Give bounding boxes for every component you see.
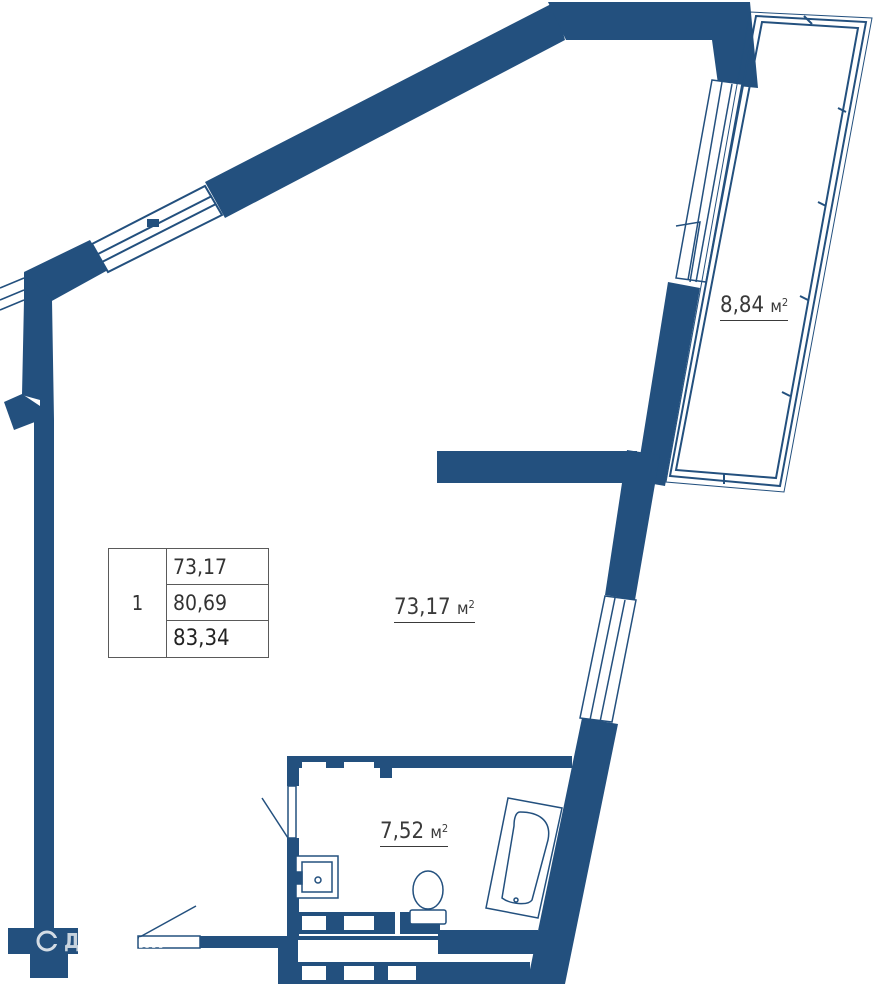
living-area-value: 73,17 xyxy=(167,549,268,585)
main-room-unit: м xyxy=(456,599,469,619)
bathroom-unit-exp: 2 xyxy=(441,822,449,835)
window-right-lower xyxy=(579,595,637,723)
bathroom-unit: м xyxy=(430,823,442,843)
balcony-door xyxy=(675,221,701,283)
watermark-text: ДомКлик xyxy=(64,929,164,953)
apartment-info-table: 1 73,17 80,69 83,34 xyxy=(108,548,269,658)
bathtub-fixture xyxy=(485,797,563,919)
entrance-door xyxy=(137,905,201,949)
watermark: ДомКлик xyxy=(36,926,163,956)
main-room-area: 73,17 xyxy=(394,595,451,620)
domclick-logo-icon xyxy=(36,930,58,952)
balcony-frame xyxy=(665,11,873,493)
main-room-area-label: 73,17 м2 xyxy=(394,596,475,623)
window-top-left xyxy=(90,184,224,274)
total-with-balcony-value: 83,34 xyxy=(173,626,230,651)
sink-fixture xyxy=(295,855,339,899)
balcony-area-label: 8,84 м2 xyxy=(720,293,789,321)
bathroom-area: 7,52 xyxy=(380,819,425,844)
bathroom-shafts xyxy=(298,762,438,980)
total-area-value: 80,69 xyxy=(167,585,268,621)
balcony-area: 8,84 xyxy=(720,293,765,318)
bathroom-door xyxy=(261,785,297,839)
walls xyxy=(4,2,758,984)
balcony-unit-exp: 2 xyxy=(781,296,789,309)
window-left-edge xyxy=(0,277,25,311)
main-room-unit-exp: 2 xyxy=(468,598,475,611)
balcony-unit: м xyxy=(770,297,782,317)
bathroom-area-label: 7,52 м2 xyxy=(380,819,449,847)
toilet-fixture xyxy=(409,870,447,925)
rooms-count: 1 xyxy=(109,549,167,657)
